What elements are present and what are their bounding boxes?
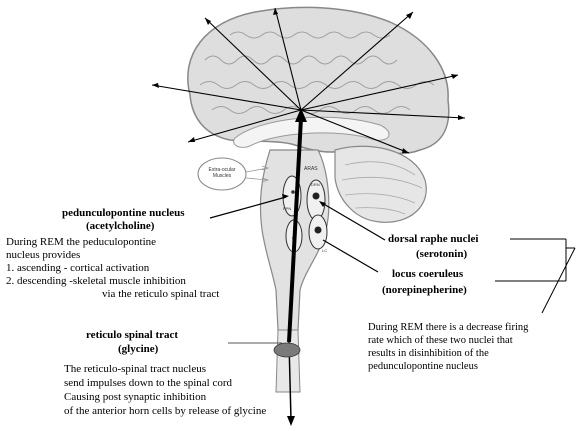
rem-note-line2: rate which of these two nuclei that <box>368 334 513 347</box>
cerebrum <box>188 7 449 153</box>
bracket <box>495 239 575 313</box>
rem-note-line1: During REM there is a decrease firing <box>368 321 528 334</box>
reticulo-title: reticulo spinal tract <box>86 329 178 342</box>
reticulo-line4: of the anterior horn cells by release of… <box>64 405 266 418</box>
aras-label: ARAS <box>304 166 318 172</box>
extraocular-label: Extra-ocular Muscles <box>205 167 239 179</box>
reticulo-spinal-nucleus <box>274 343 300 357</box>
rem-note-line4: pedunculopontine nucleus <box>368 360 478 373</box>
ppn-line1: During REM the peduculopontine <box>6 236 156 249</box>
reticulo-line3: Causing post synaptic inhibition <box>64 391 206 404</box>
ppn-subtitle: (acetylcholine) <box>86 220 154 233</box>
reticulo-line2: send impulses down to the spinal cord <box>64 377 232 390</box>
raphe-title: dorsal raphe nuclei <box>388 233 478 246</box>
lc-title: locus coeruleus <box>392 268 463 281</box>
ppn-item1: 1. ascending - cortical activation <box>6 262 149 275</box>
ppn-item2: 2. descending -skeletal muscle inhibitio… <box>6 275 186 288</box>
reticulo-subtitle: (glycine) <box>118 343 158 356</box>
rem-note-line3: results in disinhibition of the <box>368 347 489 360</box>
lc-label: LC <box>322 248 327 253</box>
cerebellum <box>335 146 426 222</box>
raphe-subtitle: (serotonin) <box>416 248 467 261</box>
ppn-item2b: via the reticulo spinal tract <box>102 288 219 301</box>
ppn-title: pedunculopontine nucleus <box>62 207 185 220</box>
reticulo-line1: The reticulo-spinal tract nucleus <box>64 363 206 376</box>
drn-label: DRN <box>311 182 320 187</box>
ppn-small-label: PPN <box>283 206 291 211</box>
lc-subtitle: (norepinepherine) <box>382 284 467 297</box>
ppn-line2: nucleus provides <box>6 249 80 262</box>
